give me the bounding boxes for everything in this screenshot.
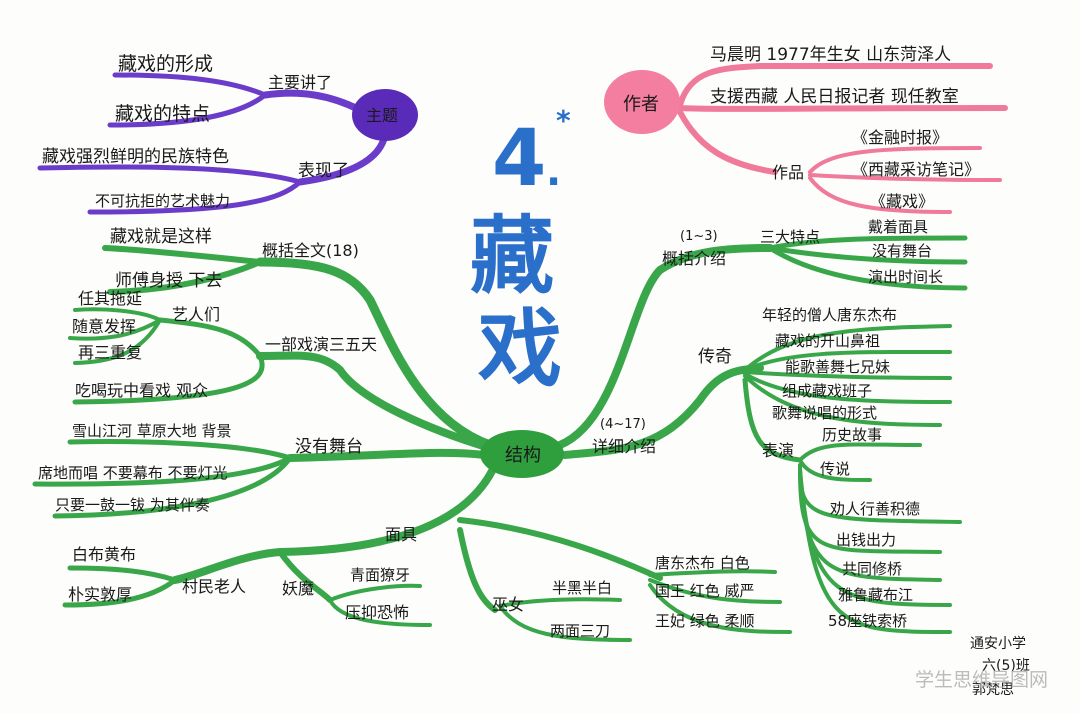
signature-name: 郭梵思 bbox=[972, 681, 1014, 698]
deed-4: 雅鲁藏布江 bbox=[838, 586, 913, 604]
title-star: * bbox=[556, 104, 571, 137]
author-line-2: 支援西藏 人民日报记者 现任教室 bbox=[710, 87, 959, 107]
author-work-2: 《西藏采访笔记》 bbox=[852, 160, 980, 179]
author-work-3: 《藏戏》 bbox=[870, 192, 934, 211]
legend-item-2: 藏戏的开山鼻祖 bbox=[775, 332, 880, 350]
legend-item-1: 年轻的僧人唐东杰布 bbox=[762, 306, 897, 324]
title-char-2: 戏 bbox=[478, 300, 562, 398]
no-stage-label: 没有舞台 bbox=[295, 437, 363, 457]
overview-range: (1~3) bbox=[680, 229, 718, 244]
topic-item-1: 藏戏的形成 bbox=[118, 53, 213, 75]
demon-item-2: 压抑恐怖 bbox=[345, 603, 409, 622]
legend-label: 传奇 bbox=[698, 347, 732, 367]
author-line-1: 马晨明 1977年生女 山东菏泽人 bbox=[710, 45, 951, 65]
audience-label: 吃喝玩中看戏 观众 bbox=[75, 381, 208, 400]
title-char-1: 藏 bbox=[470, 207, 554, 305]
detail-label: 详细介绍 bbox=[592, 437, 656, 456]
center-node bbox=[480, 430, 564, 478]
author-node bbox=[604, 70, 680, 134]
artist-item-3: 再三重复 bbox=[78, 343, 142, 362]
demon-label: 妖魔 bbox=[282, 579, 314, 598]
role-3: 王妃 绿色 柔顺 bbox=[655, 612, 755, 630]
legend-item-5: 歌舞说唱的形式 bbox=[772, 404, 877, 422]
purple-branches bbox=[37, 72, 389, 215]
no-stage-item-3: 只要一鼓一钹 为其伴奏 bbox=[55, 496, 210, 514]
author-work-1: 《金融时报》 bbox=[852, 128, 948, 147]
perform-item-2: 传说 bbox=[820, 460, 850, 478]
deed-5: 58座铁索桥 bbox=[828, 612, 907, 630]
summary-item-2: 师傅身授 下去 bbox=[115, 271, 222, 291]
signature-class: 六(5)班 bbox=[982, 658, 1030, 674]
legend-item-3: 能歌善舞七兄妹 bbox=[785, 358, 890, 376]
center-label: 结构 bbox=[505, 445, 541, 466]
detail-range: (4~17) bbox=[600, 417, 646, 432]
perform-label: 表演 bbox=[762, 441, 794, 460]
features-label: 三大特点 bbox=[760, 228, 820, 246]
legend-item-4: 组成藏戏班子 bbox=[782, 382, 872, 400]
topic-label: 主题 bbox=[366, 106, 398, 125]
signature-school: 通安小学 bbox=[970, 636, 1026, 652]
deed-3: 共同修桥 bbox=[842, 560, 902, 578]
overview-label: 概括介绍 bbox=[662, 249, 726, 268]
artists-label: 艺人们 bbox=[172, 305, 220, 324]
witch-item-1: 半黑半白 bbox=[552, 579, 612, 597]
topic-item-2: 藏戏的特点 bbox=[115, 103, 210, 125]
elders-label: 村民老人 bbox=[182, 577, 246, 596]
witch-label: 巫女 bbox=[492, 595, 524, 614]
watermark: 学生思维导图网 bbox=[915, 669, 1048, 691]
mask-label: 面具 bbox=[385, 525, 417, 544]
role-1: 唐东杰布 白色 bbox=[655, 554, 750, 572]
role-2: 国王 红色 威严 bbox=[655, 582, 755, 600]
demon-item-1: 青面獠牙 bbox=[350, 566, 410, 584]
elder-item-1: 白布黄布 bbox=[72, 545, 136, 564]
three-days-label: 一部戏演三五天 bbox=[265, 335, 377, 354]
artist-item-1: 任其拖延 bbox=[78, 289, 142, 308]
author-label: 作者 bbox=[623, 94, 659, 115]
green-branches bbox=[32, 235, 968, 642]
pink-branches bbox=[677, 63, 1008, 214]
deed-2: 出钱出力 bbox=[836, 531, 896, 549]
perform-item-1: 历史故事 bbox=[822, 426, 882, 444]
topic-item-3: 藏戏强烈鲜明的民族特色 bbox=[42, 147, 229, 167]
author-works: 作品 bbox=[772, 163, 804, 182]
witch-item-2: 两面三刀 bbox=[550, 622, 610, 640]
topic-item-4: 不可抗拒的艺术魅力 bbox=[95, 192, 230, 210]
deed-1: 劝人行善积德 bbox=[830, 500, 920, 518]
no-stage-item-1: 雪山江河 草原大地 背景 bbox=[72, 422, 232, 440]
topic-main-lecture: 主要讲了 bbox=[268, 73, 332, 92]
feature-2: 没有舞台 bbox=[872, 242, 932, 260]
no-stage-item-2: 席地而唱 不要幕布 不要灯光 bbox=[38, 464, 228, 482]
summary-item-1: 藏戏就是这样 bbox=[110, 227, 212, 247]
topic-node bbox=[352, 89, 418, 141]
feature-1: 戴着面具 bbox=[868, 218, 928, 236]
title-dot: . bbox=[546, 149, 561, 195]
feature-3: 演出时间长 bbox=[868, 268, 943, 286]
artist-item-2: 随意发挥 bbox=[72, 317, 136, 336]
title-number: 4 bbox=[492, 114, 546, 204]
topic-expressed: 表现了 bbox=[298, 161, 349, 181]
summary-label: 概括全文(18) bbox=[262, 241, 359, 260]
elder-item-2: 朴实敦厚 bbox=[68, 585, 132, 604]
